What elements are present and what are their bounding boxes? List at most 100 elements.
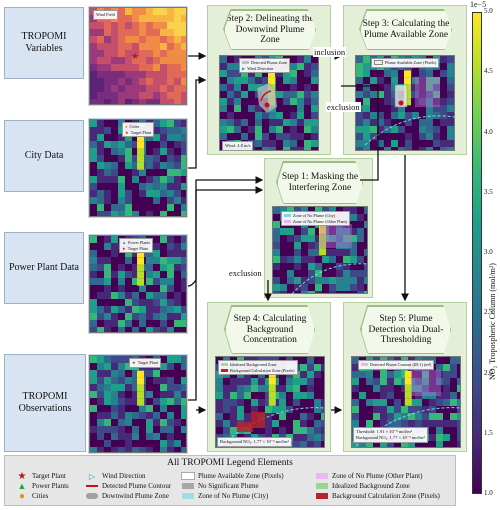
input-tropomi-observations: TROPOMI Observations (4, 354, 86, 452)
plant-panel: ▲Power Plants ★Target Plant (88, 234, 188, 334)
circle-icon: ● (18, 490, 26, 502)
input-power-plant-data: Power Plant Data (4, 232, 84, 304)
exclusion-text: exclusion (229, 268, 262, 278)
wind-speed-text: Wind: 4.8 m/s (225, 143, 251, 148)
step3-overlay (364, 77, 455, 146)
step3-header: Step 3: Calculating the Plume Available … (360, 10, 452, 50)
triangle-icon: ▲ (17, 481, 27, 491)
swatch-icon (181, 482, 195, 490)
target-plant-label: Target Plant (137, 360, 158, 365)
legend-label: Plume Available Zone (Pixels) (198, 472, 284, 480)
colorbar-tick-label: 2.0 (484, 368, 493, 377)
step4-title: Step 4: Calculating Background Concentra… (233, 313, 307, 346)
inclusion-label: inclusion (313, 47, 347, 57)
cities-label: Cities (129, 124, 140, 129)
city-panel: ●Cities ★Target Plant (88, 118, 188, 218)
colorbar-tick-label: 3.5 (484, 187, 493, 196)
legend-item: Idealized Background Zone (315, 482, 410, 490)
step5-note: Threshold: 1.91 × 10⁻⁵ mol/m² Background… (353, 427, 428, 443)
step5-header: Step 5: Plume Detection via Dual-Thresho… (361, 306, 451, 354)
city-map (89, 119, 187, 217)
step4-overlay (219, 407, 325, 447)
legend-label: Zone of No Plume (Other Plant) (332, 472, 423, 480)
input-tropomi-variables: TROPOMI Variables (4, 7, 84, 79)
legend-item: ● Cities (15, 490, 49, 502)
no-plume-plant-label: Zone of No Plume (Other Plant) (293, 218, 348, 224)
legend-item: ★Target Plant (15, 471, 66, 482)
step3-title: Step 3: Calculating the Plume Available … (362, 19, 450, 40)
step4-legend: Idealized Background Zone Background Cal… (218, 360, 298, 376)
step5-legend: Detected Plume Contour (ID:1) (m²) (358, 360, 435, 370)
background-value-text: Background NO₂: 1.77 × 10⁻⁵ mol/m² (220, 439, 289, 444)
step4-header: Step 4: Calculating Background Concentra… (225, 306, 315, 354)
step1-header: Step 1: Masking the Interfering Zone (277, 162, 363, 204)
step4-note: Background NO₂: 1.77 × 10⁻⁵ mol/m² (217, 437, 292, 447)
colorbar-label: NO₂ Tropospheric Column (mol/m²) (488, 263, 497, 380)
step1-title: Step 1: Masking the Interfering Zone (281, 172, 359, 193)
legend-label: No Significant Plume (198, 482, 259, 490)
play-icon: ▷ (88, 471, 96, 481)
colorbar-tick-label: 4.0 (484, 127, 493, 136)
step2-overlay (256, 82, 278, 114)
legend-item: Detected Plume Contour (85, 482, 171, 490)
tropomi-variables-label: TROPOMI Variables (21, 30, 67, 55)
observations-map (89, 355, 187, 453)
step1-legend: Zone of No Plume (City) Zone of No Plume… (281, 211, 351, 227)
colorbar-tick-label: 1.5 (484, 428, 493, 437)
legend-label: Cities (32, 492, 49, 500)
legend-label: Background Calculation Zone (Pixels) (332, 492, 440, 500)
exclusion-text: exclusion (327, 102, 360, 112)
legend-label: Zone of No Plume (City) (198, 492, 269, 500)
step2-title: Step 2: Delineating the Downwind Plume Z… (226, 13, 314, 46)
wind-field-label: Wind Field (96, 12, 115, 17)
swatch-icon (315, 482, 329, 490)
city-legend: ●Cities ★Target Plant (122, 122, 154, 138)
colorbar-tick-label: 5.0 (484, 7, 493, 15)
step2-legend: Detected Plume Zone ▶Wind Direction (239, 58, 291, 74)
colorbar-tick-label: 3.0 (484, 248, 493, 256)
variables-legend: Wind Field (93, 10, 118, 20)
colorbar-tick-label: 4.5 (484, 67, 493, 76)
legend-item: Zone of No Plume (Other Plant) (315, 472, 422, 480)
input-city-data: City Data (4, 120, 84, 192)
colorbar-exponent: 1e−5 (470, 0, 487, 9)
legend-label: Wind Direction (102, 472, 146, 480)
legend-item: Downwind Plume Zone (85, 492, 169, 500)
inclusion-text: inclusion (314, 47, 346, 57)
swatch-icon (315, 492, 329, 500)
legend-item: Zone of No Plume (City) (181, 492, 268, 500)
exclusion-right-label: exclusion (326, 102, 361, 112)
target-plant-marker: ★ (131, 51, 140, 61)
background-calc-zone-label: Background Calculation Zone (Pixels) (230, 367, 295, 373)
step5-overlay (355, 370, 461, 447)
target-plant-label: Target Plant (127, 245, 148, 251)
legend-item: ▷ Wind Direction (85, 471, 146, 481)
step2-header: Step 2: Delineating the Downwind Plume Z… (224, 10, 316, 50)
legend-item: Plume Available Zone (Pixels) (181, 472, 284, 480)
legend-item: ▲Power Plants (15, 481, 69, 491)
variables-map (89, 7, 187, 105)
power-plant-data-label: Power Plant Data (9, 261, 79, 273)
swatch-icon (181, 492, 195, 500)
swatch-icon (181, 472, 195, 480)
colorbar-tick-label: 2.5 (484, 308, 493, 317)
detected-contour-label: Detected Plume Contour (ID:1) (m²) (370, 362, 432, 367)
colorbar (472, 12, 482, 494)
no-plume-city-label: Zone of No Plume (City) (293, 213, 336, 218)
plant-legend: ▲Power Plants ★Target Plant (119, 238, 154, 254)
wind-direction-label: Wind Direction (247, 65, 274, 71)
legend-label: Target Plant (32, 472, 66, 480)
idealized-background-label: Idealized Background Zone (230, 362, 277, 367)
target-plant-label: Target Plant (130, 129, 151, 135)
step3-legend: Plume Available Zone (Pixels) (371, 58, 440, 68)
swatch-icon (315, 472, 329, 480)
step1-overlay (291, 224, 368, 294)
plume-icon (85, 492, 99, 500)
legend-item: Background Calculation Zone (Pixels) (315, 492, 440, 500)
tropomi-observations-label: TROPOMI Observations (18, 390, 72, 415)
exclusion-left-label: exclusion (228, 268, 263, 278)
threshold-text: Threshold: 1.91 × 10⁻⁵ mol/m² (356, 429, 412, 434)
power-plants-label: Power Plants (128, 240, 151, 245)
legend-label: Detected Plume Contour (102, 482, 172, 490)
